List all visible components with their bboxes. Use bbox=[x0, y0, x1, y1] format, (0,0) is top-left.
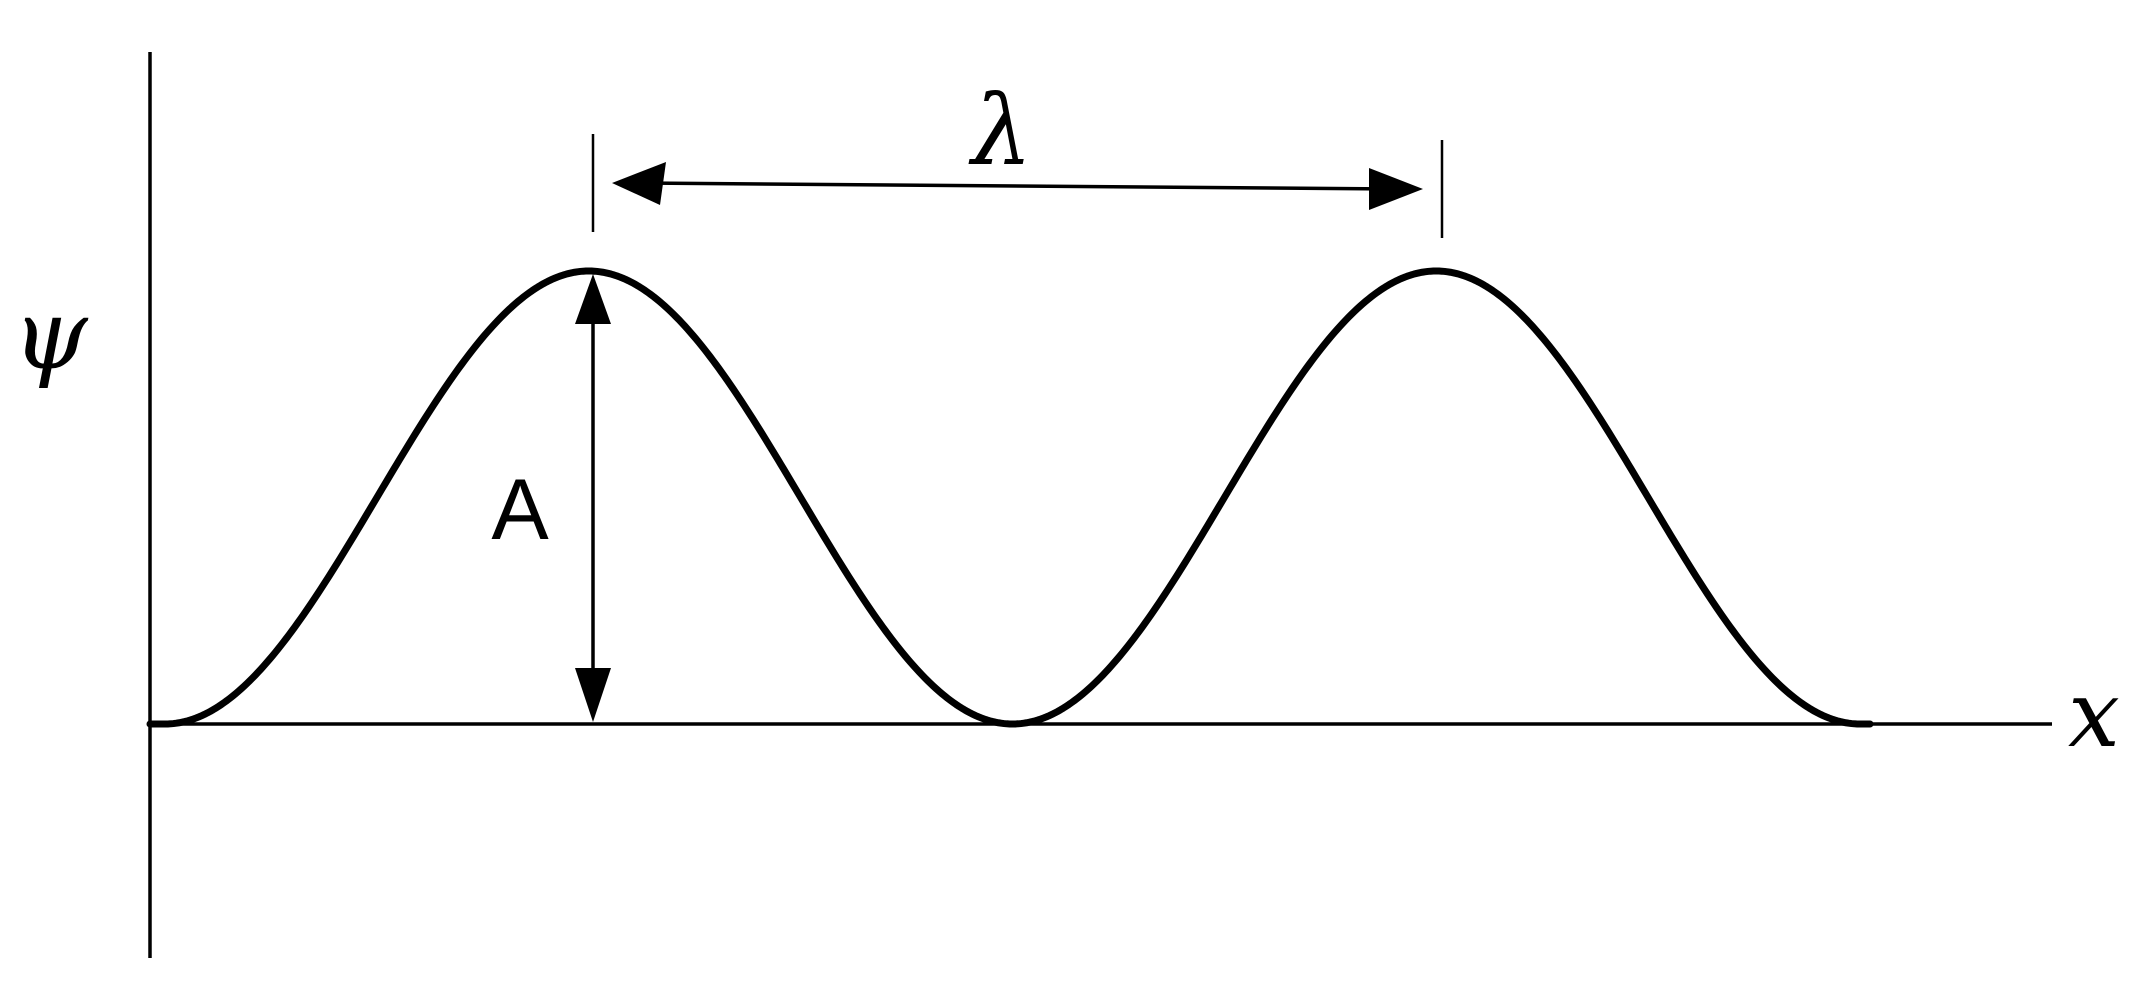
amplitude-arrow-head-top bbox=[575, 274, 611, 324]
wavelength-label: λ bbox=[968, 75, 1033, 187]
wavelength-arrow-head-left bbox=[612, 162, 666, 205]
amplitude-label: A bbox=[491, 462, 549, 558]
amplitude-arrow-head-bottom bbox=[575, 668, 611, 722]
wavelength-arrow-line bbox=[639, 181, 1397, 191]
wavelength-arrow-head-right bbox=[1369, 168, 1423, 210]
x-axis-label: x bbox=[2068, 661, 2120, 768]
y-axis-label: ψ bbox=[12, 279, 89, 391]
wave-curve bbox=[146, 267, 1874, 728]
